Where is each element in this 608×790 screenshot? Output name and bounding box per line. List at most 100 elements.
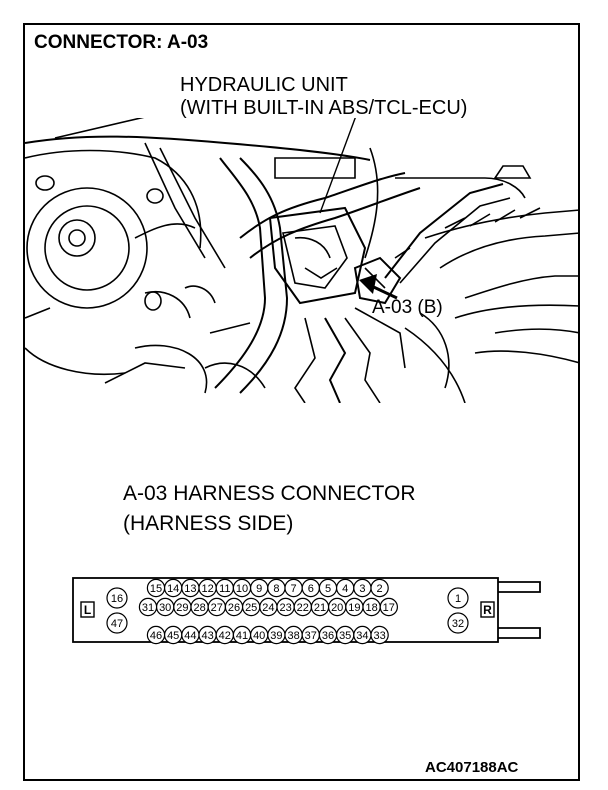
pin-bottom-row: 40: [249, 625, 269, 645]
pin-number: 4: [342, 583, 348, 595]
pin-number: 3: [359, 583, 365, 595]
end-pin-left: 16: [106, 587, 128, 609]
pin-middle-row: 30: [155, 597, 175, 617]
pin-bottom-row: 42: [215, 625, 234, 645]
pin-middle-row: 26: [224, 597, 244, 617]
pin-number: 33: [373, 630, 385, 642]
harness-connector-title: A-03 HARNESS CONNECTOR: [123, 482, 416, 505]
pin-number: 47: [111, 618, 123, 630]
pin-number: 32: [452, 618, 464, 630]
pin-top-row: 8: [267, 578, 286, 598]
pin-number: 40: [253, 630, 265, 642]
pin-number: 29: [176, 602, 188, 614]
pin-bottom-row: 45: [163, 625, 183, 645]
pin-number: 43: [201, 630, 213, 642]
pin-top-row: 12: [198, 578, 217, 598]
pin-number: 17: [383, 602, 395, 614]
side-marker-right: R: [483, 603, 492, 617]
pin-number: 18: [365, 602, 377, 614]
pin-number: 21: [314, 602, 326, 614]
pin-middle-row: 23: [276, 597, 295, 617]
pin-number: 19: [348, 602, 360, 614]
pin-top-row: 13: [181, 578, 200, 598]
end-pin-right: 1: [447, 587, 469, 609]
pin-middle-row: 31: [138, 597, 158, 617]
pin-top-row: 14: [163, 578, 183, 598]
pin-number: 9: [256, 583, 262, 595]
pin-number: 7: [291, 583, 297, 595]
pin-number: 11: [219, 583, 230, 595]
pin-number: 15: [150, 583, 162, 595]
pin-middle-row: 19: [345, 597, 364, 617]
pin-top-row: 7: [284, 578, 303, 598]
pin-number: 42: [219, 630, 231, 642]
pin-number: 39: [270, 630, 282, 642]
pin-bottom-row: 46: [146, 625, 166, 645]
pin-middle-row: 27: [207, 597, 226, 617]
pin-number: 8: [273, 583, 279, 595]
pin-number: 12: [201, 583, 213, 595]
pin-number: 27: [211, 602, 223, 614]
pin-number: 16: [111, 593, 123, 605]
pin-number: 37: [305, 630, 317, 642]
pin-middle-row: 20: [328, 597, 347, 617]
pin-bottom-row: 35: [336, 625, 355, 645]
side-marker-left: L: [84, 603, 91, 617]
pin-middle-row: 29: [173, 597, 192, 617]
figure-title: CONNECTOR: A-03: [34, 32, 209, 53]
pin-number: 26: [228, 602, 240, 614]
pin-number: 35: [339, 630, 351, 642]
pin-number: 31: [142, 602, 154, 614]
pin-number: 1: [455, 593, 461, 605]
pin-middle-row: 17: [379, 597, 398, 617]
pin-number: 22: [297, 602, 309, 614]
pin-middle-row: 18: [362, 597, 381, 617]
pin-bottom-row: 44: [181, 625, 200, 645]
pin-number: 44: [184, 630, 196, 642]
pin-number: 36: [322, 630, 334, 642]
pin-top-row: 6: [301, 578, 320, 598]
pin-number: 20: [331, 602, 343, 614]
pin-middle-row: 24: [259, 597, 278, 617]
pin-number: 10: [236, 583, 248, 595]
pin-top-row: 5: [318, 578, 338, 598]
pin-bottom-row: 39: [267, 625, 286, 645]
pin-top-row: 4: [336, 578, 355, 598]
pin-top-row: 3: [353, 578, 372, 598]
pin-top-row: 10: [232, 578, 252, 598]
pin-top-row: 15: [146, 578, 166, 598]
end-pin-right: 32: [447, 612, 469, 634]
side-marker-left-box: [80, 601, 95, 618]
pin-number: 46: [150, 630, 162, 642]
pin-number: 14: [167, 583, 179, 595]
pin-top-row: 2: [370, 578, 389, 598]
connector-callout-label: A-03 (B): [372, 297, 443, 318]
hydraulic-unit-label-line2: (WITH BUILT-IN ABS/TCL-ECU): [180, 97, 468, 119]
pin-number: 6: [308, 583, 314, 595]
figure-frame: [23, 23, 580, 781]
pin-number: 38: [287, 630, 299, 642]
pin-top-row: 9: [249, 578, 269, 598]
side-marker-right-box: [480, 601, 495, 618]
pin-bottom-row: 38: [284, 625, 303, 645]
pin-number: 28: [193, 602, 205, 614]
pin-middle-row: 22: [293, 597, 312, 617]
pin-bottom-row: 33: [370, 625, 389, 645]
pin-number: 13: [184, 583, 196, 595]
pin-number: 23: [279, 602, 291, 614]
connector-pointer-arrow: [359, 274, 398, 300]
pin-number: 34: [356, 630, 368, 642]
end-pin-left: 47: [106, 612, 128, 634]
pin-number: 5: [325, 583, 331, 595]
pin-bottom-row: 37: [301, 625, 320, 645]
pin-bottom-row: 36: [318, 625, 338, 645]
hydraulic-unit-label-line1: HYDRAULIC UNIT: [180, 74, 348, 96]
pin-number: 2: [377, 583, 383, 595]
pin-middle-row: 25: [241, 597, 261, 617]
pin-number: 24: [262, 602, 274, 614]
engine-bay-illustration: [25, 118, 580, 403]
harness-connector-subtitle: (HARNESS SIDE): [123, 512, 294, 535]
pin-number: 30: [159, 602, 171, 614]
